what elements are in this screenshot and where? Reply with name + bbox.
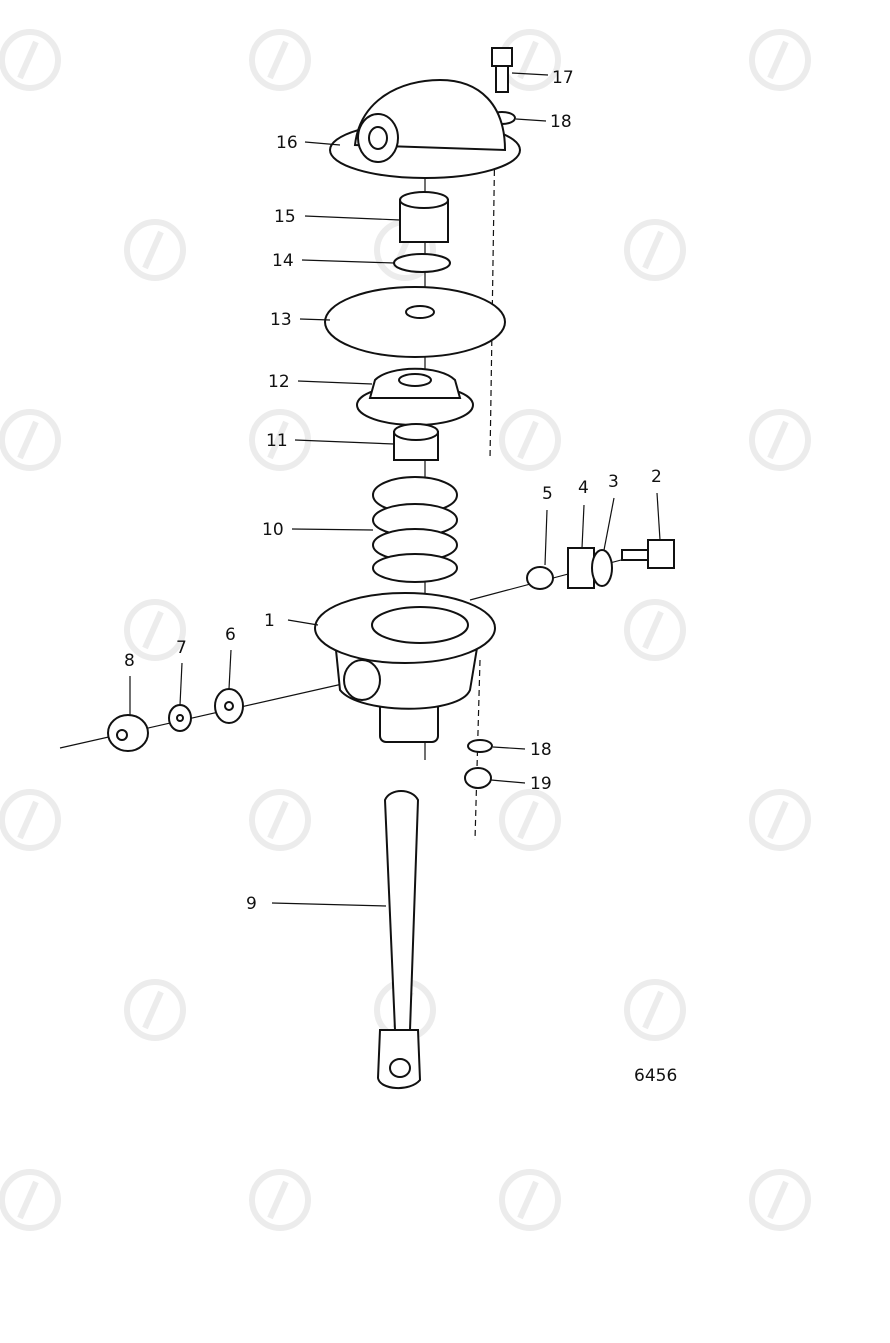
callout-7: 7 xyxy=(176,638,187,658)
part-nut-15 xyxy=(399,191,449,243)
callout-8: 8 xyxy=(124,651,135,671)
callout-2: 2 xyxy=(651,467,662,487)
callout-13: 13 xyxy=(270,310,292,330)
watermark-logo xyxy=(749,1169,811,1231)
part-bolt-17 xyxy=(491,47,513,93)
bolt-axis-line xyxy=(489,129,496,461)
callout-15: 15 xyxy=(274,207,296,227)
watermark-logo xyxy=(124,979,186,1041)
part-nut-19 xyxy=(464,767,492,789)
part-cover-16 xyxy=(329,78,521,179)
watermark-logo xyxy=(249,1169,311,1231)
watermark-logo xyxy=(749,789,811,851)
part-spring-seat-12 xyxy=(356,367,474,426)
watermark-logo xyxy=(624,599,686,661)
watermark-logo xyxy=(624,979,686,1041)
watermark-logo xyxy=(499,409,561,471)
callout-5: 5 xyxy=(542,484,553,504)
watermark-logo xyxy=(124,599,186,661)
part-rod-9 xyxy=(376,790,422,1089)
callout-3: 3 xyxy=(608,472,619,492)
part-nut-11 xyxy=(393,423,439,461)
callout-9: 9 xyxy=(246,894,257,914)
callout-11: 11 xyxy=(266,431,288,451)
part-washer-14 xyxy=(393,253,451,273)
drawing-number: 6456 xyxy=(634,1066,677,1086)
watermark-logo xyxy=(0,29,61,91)
side-axis-line xyxy=(59,679,361,749)
watermark-logo xyxy=(624,219,686,281)
watermark-logo xyxy=(0,1169,61,1231)
part-washer-18-bottom xyxy=(467,739,493,753)
callout-17: 17 xyxy=(552,68,574,88)
leader-lines xyxy=(129,72,661,907)
callout-14: 14 xyxy=(272,251,294,271)
part-bracket-4 xyxy=(567,547,595,589)
watermark-logo xyxy=(124,219,186,281)
watermark-logo xyxy=(0,789,61,851)
watermark-logo xyxy=(0,409,61,471)
watermark-logo xyxy=(499,1169,561,1231)
callout-12: 12 xyxy=(268,372,290,392)
part-diaphragm-13 xyxy=(324,286,506,358)
part-nut-8 xyxy=(107,714,149,752)
watermark-logo xyxy=(749,409,811,471)
part-bushing-5 xyxy=(526,566,554,590)
watermark-logo xyxy=(249,29,311,91)
part-washer-7 xyxy=(168,704,192,732)
callout-16: 16 xyxy=(276,133,298,153)
callout-19: 19 xyxy=(530,774,552,794)
part-spring-10 xyxy=(372,476,458,583)
part-washer-6 xyxy=(214,688,244,724)
callout-10: 10 xyxy=(262,520,284,540)
callout-18: 18 xyxy=(550,112,572,132)
part-housing-1 xyxy=(314,592,496,743)
callout-6: 6 xyxy=(225,625,236,645)
watermark-logo xyxy=(249,789,311,851)
callout-4: 4 xyxy=(578,478,589,498)
callout-1: 1 xyxy=(264,611,275,631)
callout-18-bottom: 18 xyxy=(530,740,552,760)
part-screw-2 xyxy=(621,539,675,569)
watermark-logo xyxy=(749,29,811,91)
watermark-logo xyxy=(499,789,561,851)
right-axis-line xyxy=(469,554,641,601)
part-clip-3 xyxy=(591,549,613,587)
